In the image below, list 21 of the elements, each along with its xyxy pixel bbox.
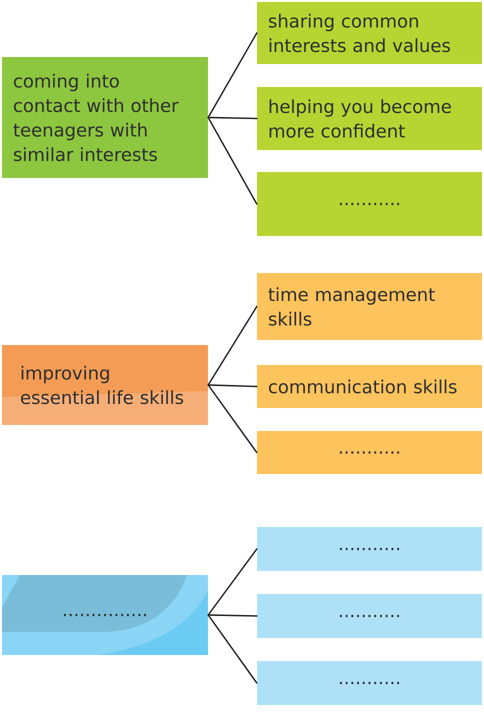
answer-box: ........... [257, 431, 482, 474]
topic-box: improving essential life skills [2, 345, 208, 425]
connector-line [208, 614, 258, 684]
connector-line [208, 614, 258, 617]
point-box: communication skills [257, 365, 482, 408]
connector-line [208, 306, 258, 386]
answer-box: ........... [257, 594, 482, 638]
connector-line [208, 384, 258, 388]
connector-line [208, 384, 258, 454]
connector-line [208, 116, 258, 120]
connector-line [208, 32, 258, 118]
point-box: sharing common interests and values [257, 2, 482, 64]
answer-box: ........... [257, 661, 482, 705]
connector-line [208, 548, 258, 616]
point-box: helping you become more confident [257, 87, 482, 150]
topic-box: coming into contact with other teenagers with similar interests [2, 57, 208, 178]
answer-box: ........... [257, 172, 482, 236]
connector-line [208, 116, 258, 205]
answer-box: ............... [2, 575, 208, 655]
point-box: time management skills [257, 273, 482, 340]
answer-box: ........... [257, 527, 482, 571]
